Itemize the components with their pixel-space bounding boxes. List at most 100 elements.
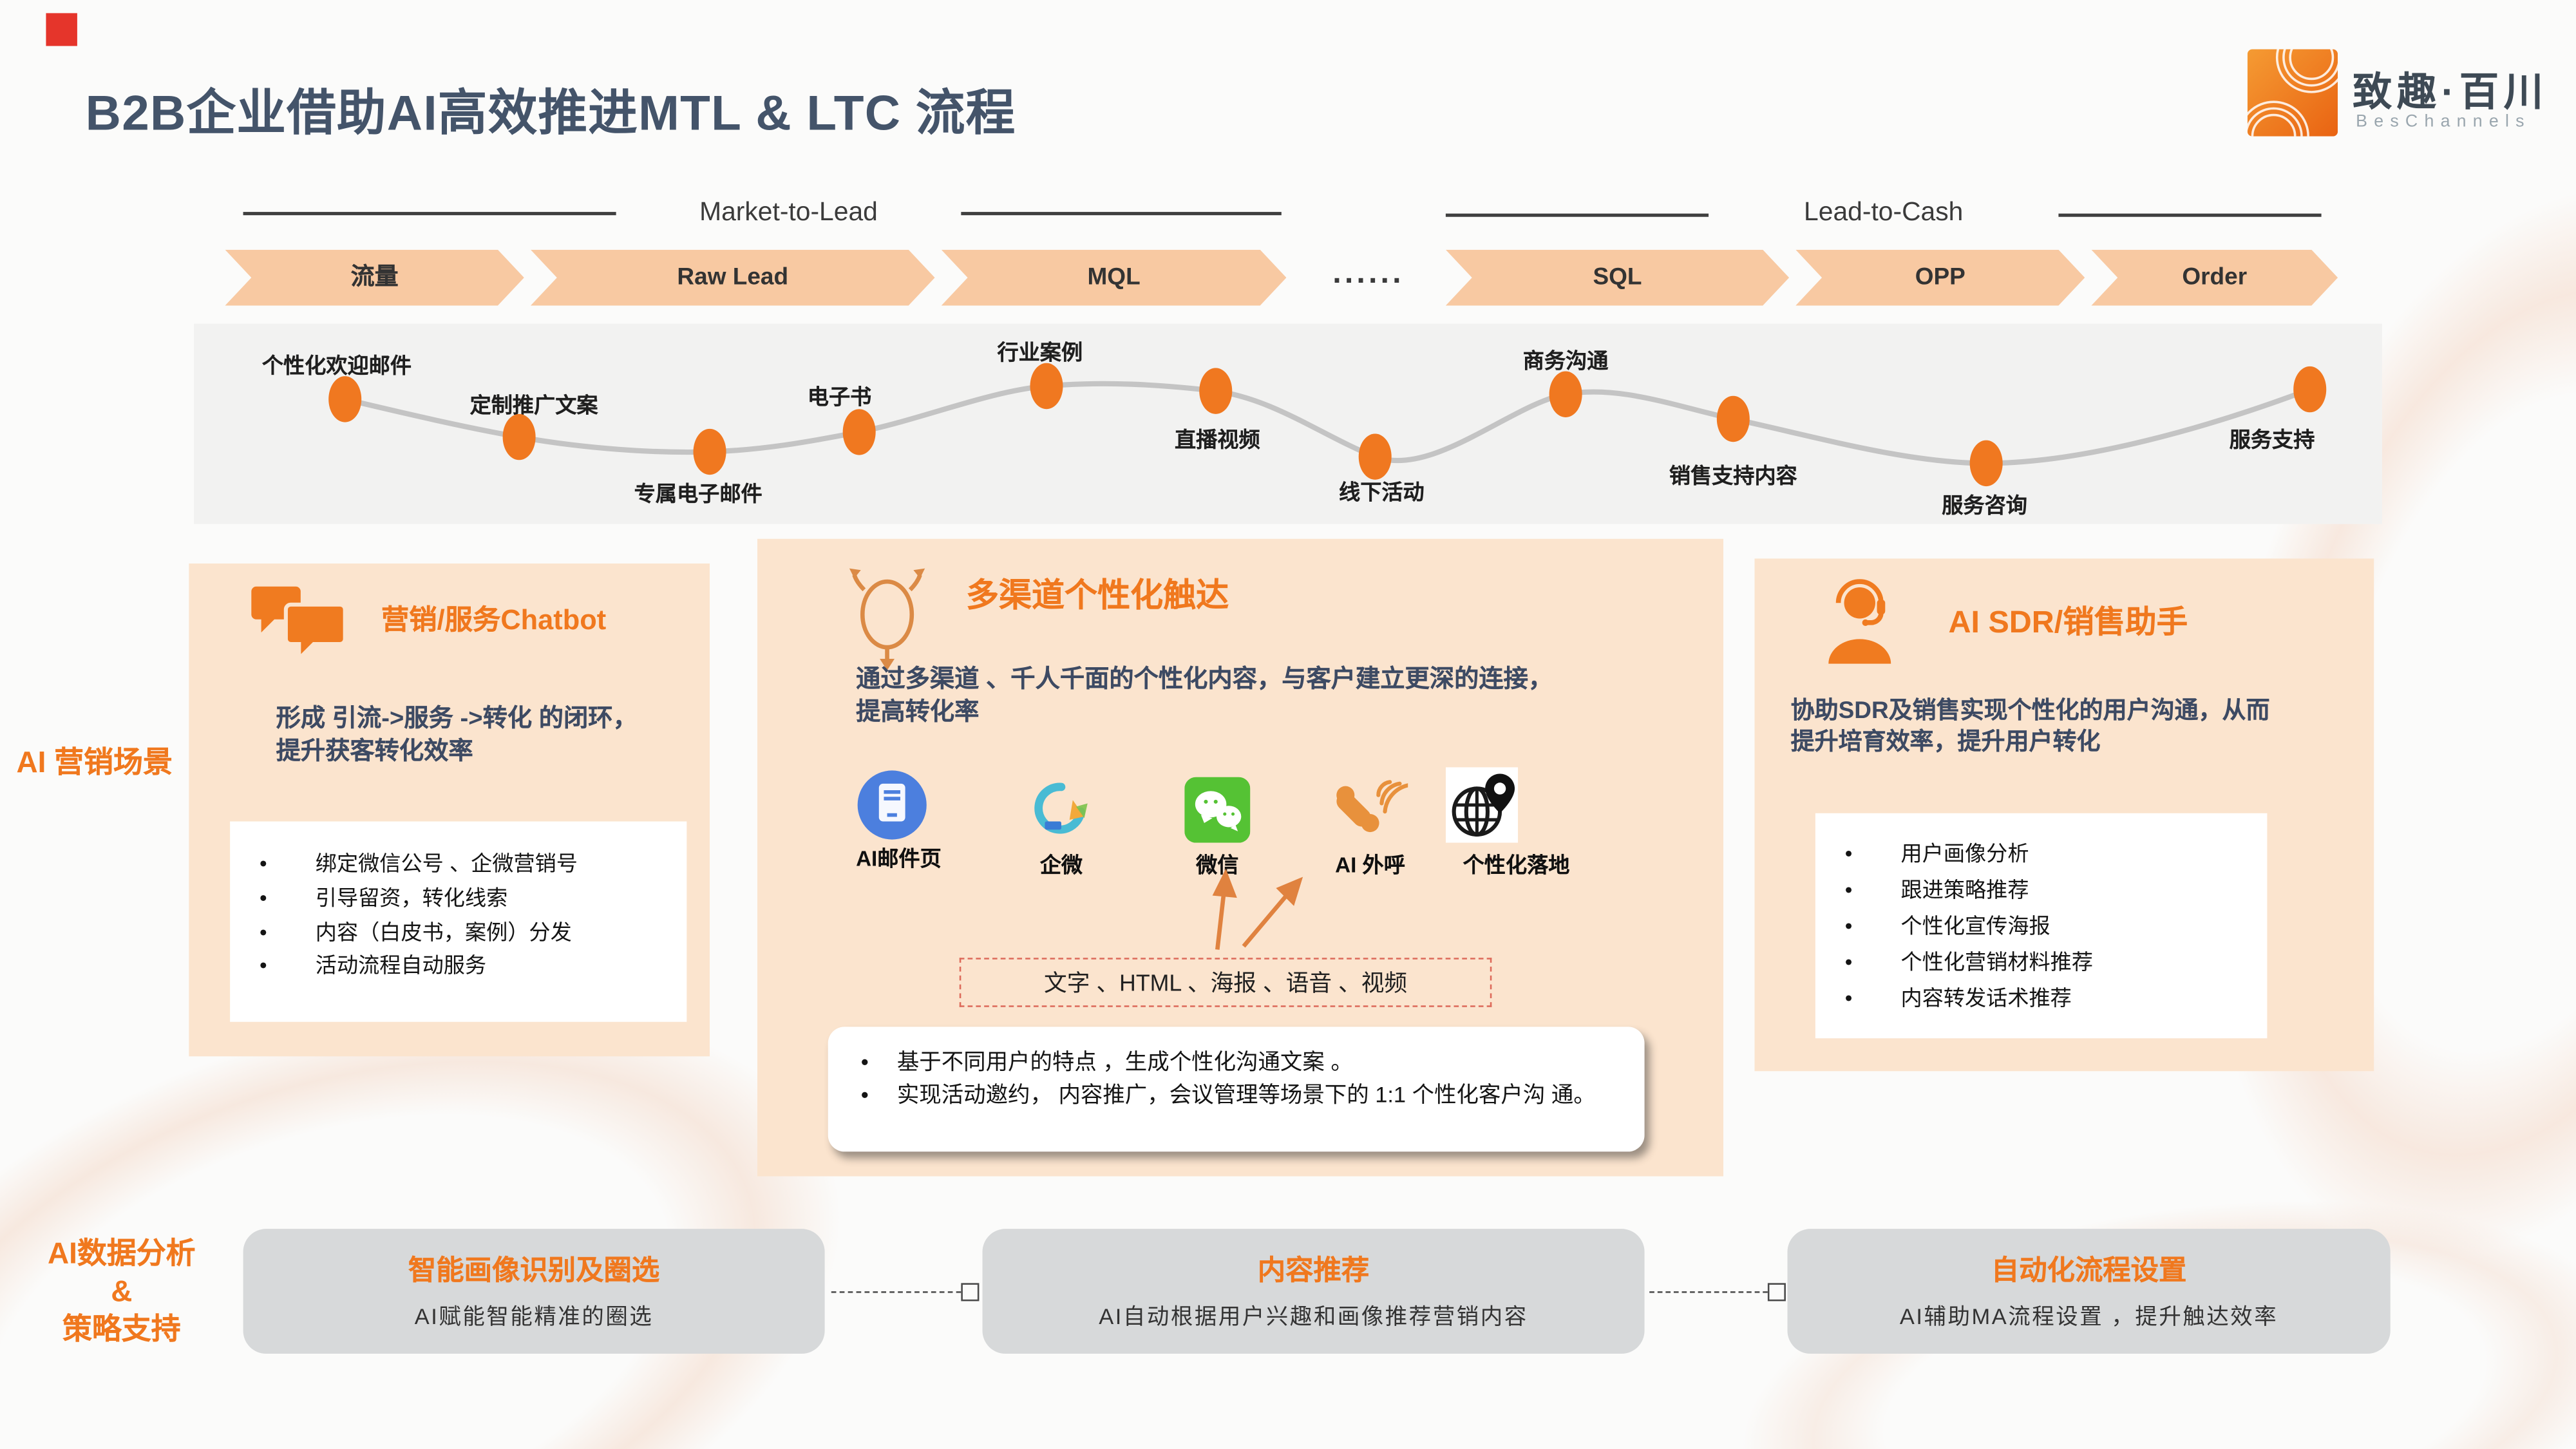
bullet-text: 跟进策略推荐 xyxy=(1900,877,2029,902)
ai-email-icon xyxy=(856,769,928,841)
bullet-text: 个性化宣传海报 xyxy=(1900,913,2050,939)
side-label-ai-analysis: AI数据分析 & 策略支持 xyxy=(23,1235,220,1349)
bullet-text: 基于不同用户的特点 ，生成个性化沟通文案 。 xyxy=(896,1050,1353,1075)
connector-square xyxy=(1767,1283,1786,1302)
stage-chevron-traffic: 流量 xyxy=(225,250,524,306)
channel-label: AI 外呼 xyxy=(1335,852,1405,878)
side-label-line: 策略支持 xyxy=(62,1312,181,1346)
multichannel-card-desc: 通过多渠道 、千人千面的个性化内容，与客户建立更深的连接， 提高转化率 xyxy=(856,664,1641,729)
list-item: • 内容转发话术推荐 xyxy=(1832,981,2257,1018)
bottom-card-desc: AI赋能智能精准的圈选 xyxy=(414,1304,654,1329)
bullet-dot: • xyxy=(860,1083,869,1108)
corner-marker xyxy=(46,13,77,46)
stage-chevron-opp: OPP xyxy=(1795,250,2085,306)
list-item: • 个性化宣传海报 xyxy=(1832,909,2257,945)
list-item: •内容（白皮书，案例）分发 xyxy=(247,916,674,950)
share-arrows-icon xyxy=(843,562,932,670)
bullet-dot: • xyxy=(860,1050,869,1075)
desc-line: 通过多渠道 、千人千面的个性化内容，与客户建立更深的连接， xyxy=(856,665,1553,694)
channel-label: AI邮件页 xyxy=(856,846,942,871)
side-label-line: & xyxy=(111,1274,133,1308)
bottom-card-desc: AI自动根据用户兴趣和画像推荐营销内容 xyxy=(1099,1304,1528,1329)
timeline-band xyxy=(194,323,2382,524)
stage-chevron-order: Order xyxy=(2091,250,2338,306)
bullet-text: 个性化营销材料推荐 xyxy=(1900,950,2094,975)
mtl-bracket-label: Market-to-Lead xyxy=(616,192,961,235)
list-item: • 引导留资，转化线索 xyxy=(247,882,674,916)
timeline-label: 线下活动 xyxy=(1339,479,1425,505)
headset-agent-icon xyxy=(1817,575,1912,674)
chatbot-card-title: 营销/服务Chatbot xyxy=(381,604,607,636)
connector-line xyxy=(831,1291,961,1293)
page-title: B2B企业借助AI高效推进MTL & LTC 流程 xyxy=(85,87,1016,142)
timeline-label: 服务支持 xyxy=(2229,427,2315,452)
list-item: • 实现活动邀约， 内容推广，会议管理等场景下的 1:1 个性化客户沟 通。 xyxy=(855,1080,1615,1113)
multichannel-note-box: • 基于不同用户的特点 ，生成个性化沟通文案 。 • 实现活动邀约， 内容推广，会议… xyxy=(828,1027,1645,1152)
bullet-text: 活动流程自动服务 xyxy=(315,953,487,978)
list-item: •绑定微信公号 、企微营销号 xyxy=(247,848,674,882)
bullet-text: 引导留资，转化线索 xyxy=(315,885,508,910)
bullet-text: 内容转发话术推荐 xyxy=(1900,986,2072,1011)
wecom-icon xyxy=(1025,772,1097,844)
chatbot-card-desc: 形成 引流->服务 ->转化 的闭环， 提升获客转化效率 xyxy=(276,703,706,768)
channel-label: 微信 xyxy=(1196,852,1239,878)
timeline-label: 专属电子邮件 xyxy=(634,481,762,506)
bottom-card-desc: AI辅助MA流程设置 ，提升触达效率 xyxy=(1899,1304,2278,1329)
side-label-ai-marketing: AI 营销场景 xyxy=(16,746,173,779)
formats-box: 文字 、HTML 、海报 、语音 、视频 xyxy=(959,958,1492,1007)
timeline-label: 商务沟通 xyxy=(1522,348,1609,374)
timeline-label: 服务咨询 xyxy=(1942,493,2027,518)
logo-subtitle-text: BesChannels xyxy=(2356,111,2531,132)
bullet-text: 内容（白皮书，案例）分发 xyxy=(315,919,572,944)
bullet-text: 实现活动邀约， 内容推广，会议管理等场景下的 1:1 个性化客户沟 通。 xyxy=(896,1083,1596,1108)
chat-bubbles-icon xyxy=(247,583,352,676)
timeline-label: 定制推广文案 xyxy=(469,392,598,417)
desc-line: 形成 引流->服务 ->转化 的闭环， xyxy=(276,705,638,733)
stage-chevron-mql: MQL xyxy=(942,250,1287,306)
timeline-label: 电子书 xyxy=(807,384,872,410)
connector-line xyxy=(1649,1291,1768,1293)
bottom-card-title: 内容推荐 xyxy=(1257,1255,1370,1287)
chatbot-card: 营销/服务Chatbot 形成 引流->服务 ->转化 的闭环， 提升获客转化效… xyxy=(189,563,710,1057)
list-item: •活动流程自动服务 xyxy=(247,950,674,984)
bottom-card-title: 智能画像识别及圈选 xyxy=(408,1255,660,1287)
bullet-dot: • xyxy=(260,851,267,876)
channel-label: 企微 xyxy=(1039,852,1083,878)
multichannel-card-title: 多渠道个性化触达 xyxy=(965,578,1229,615)
bullet-dot: • xyxy=(1844,877,1853,902)
stage-ellipsis: ...... xyxy=(1332,256,1405,291)
wechat-icon xyxy=(1184,777,1251,843)
list-item: • 用户画像分析 xyxy=(1832,836,2257,872)
list-item: • 个性化营销材料推荐 xyxy=(1832,945,2257,981)
multichannel-card: 多渠道个性化触达 通过多渠道 、千人千面的个性化内容，与客户建立更深的连接， 提… xyxy=(757,538,1724,1177)
timeline-label: 直播视频 xyxy=(1174,427,1260,452)
globe-pin-icon xyxy=(1445,767,1519,843)
desc-line: 提高转化率 xyxy=(856,697,980,726)
bullet-dot: • xyxy=(1844,913,1853,939)
ltc-bracket-label: Lead-to-Cash xyxy=(1709,192,2059,235)
bullet-text: 用户画像分析 xyxy=(1900,841,2029,866)
sdr-card-title: AI SDR/销售助手 xyxy=(1948,606,2188,641)
sdr-card-desc: 协助SDR及销售实现个性化的用户沟通，从而 提升培育效率，提升用户转化 xyxy=(1791,697,2343,760)
desc-line: 提升培育效率，提升用户转化 xyxy=(1790,729,2101,756)
list-item: • 基于不同用户的特点 ，生成个性化沟通文案 。 xyxy=(855,1046,1615,1080)
ai-call-icon xyxy=(1329,774,1408,843)
stage-chevron-rawlead: Raw Lead xyxy=(531,250,935,306)
timeline-label: 行业案例 xyxy=(997,340,1083,365)
timeline-label: 销售支持内容 xyxy=(1669,463,1797,488)
timeline-label: 个性化欢迎邮件 xyxy=(261,353,412,378)
bullet-dot: • xyxy=(1844,986,1853,1011)
bullet-dot: • xyxy=(1844,841,1853,866)
connector-square xyxy=(961,1283,980,1302)
bullet-dot: • xyxy=(260,885,267,910)
bullet-dot: • xyxy=(1844,950,1853,975)
logo-brand-text: 致趣·百川 xyxy=(2353,70,2548,115)
list-item: • 跟进策略推荐 xyxy=(1832,873,2257,909)
sdr-card: AI SDR/销售助手 协助SDR及销售实现个性化的用户沟通，从而 提升培育效率… xyxy=(1754,558,2374,1072)
beschannels-logo-icon xyxy=(2247,49,2338,137)
chatbot-bullet-box: •绑定微信公号 、企微营销号 •引导留资，转化线索 •内容（白皮书，案例）分发 … xyxy=(230,821,687,1022)
desc-line: 协助SDR及销售实现个性化的用户沟通，从而 xyxy=(1790,698,2270,724)
channel-label: 个性化落地 xyxy=(1463,852,1570,878)
desc-line: 提升获客转化效率 xyxy=(276,737,473,766)
